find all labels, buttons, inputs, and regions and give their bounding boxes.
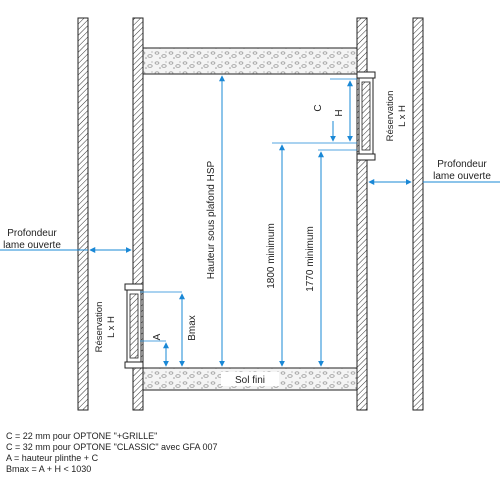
label-dim-a: A — [152, 333, 163, 340]
label-profondeur-left-2: lame ouverte — [3, 240, 61, 251]
wall-center-left — [132, 17, 144, 411]
wall-far-left — [77, 17, 89, 411]
label-dim-c: C — [313, 104, 324, 111]
label-lxh-right: L x H — [397, 105, 408, 127]
wall-center-right — [356, 17, 368, 411]
wall-far-right — [412, 17, 424, 411]
label-dim-h: H — [334, 109, 345, 116]
label-profondeur-right-1: Profondeur — [437, 159, 487, 170]
label-hsp: Hauteur sous plafond HSP — [206, 160, 217, 279]
extension-lines — [140, 78, 357, 342]
label-reservation-right: Réservation — [385, 91, 396, 142]
note-a: A = hauteur plinthe + C — [6, 453, 99, 463]
label-dim-bmax: Bmax — [187, 315, 198, 341]
note-c-grille: C = 22 mm pour OPTONE "+GRILLE" — [6, 431, 158, 441]
note-bmax: Bmax = A + H < 1030 — [6, 464, 92, 474]
access-panel-left — [124, 283, 144, 369]
note-c-classic: C = 32 mm pour OPTONE "CLASSIC" avec GFA… — [6, 442, 218, 452]
label-sol-fini: Sol fini — [235, 375, 265, 386]
label-1770-minimum: 1770 minimum — [305, 226, 316, 292]
label-profondeur-left-1: Profondeur — [7, 228, 57, 239]
label-1800-minimum: 1800 minimum — [266, 223, 277, 289]
access-panel-right — [356, 71, 376, 161]
label-reservation-left: Réservation — [94, 302, 105, 353]
label-profondeur-right-2: lame ouverte — [433, 171, 491, 182]
ceiling-slab — [142, 47, 358, 75]
label-lxh-left: L x H — [106, 316, 117, 338]
sol-fini-label-bg — [221, 372, 279, 386]
